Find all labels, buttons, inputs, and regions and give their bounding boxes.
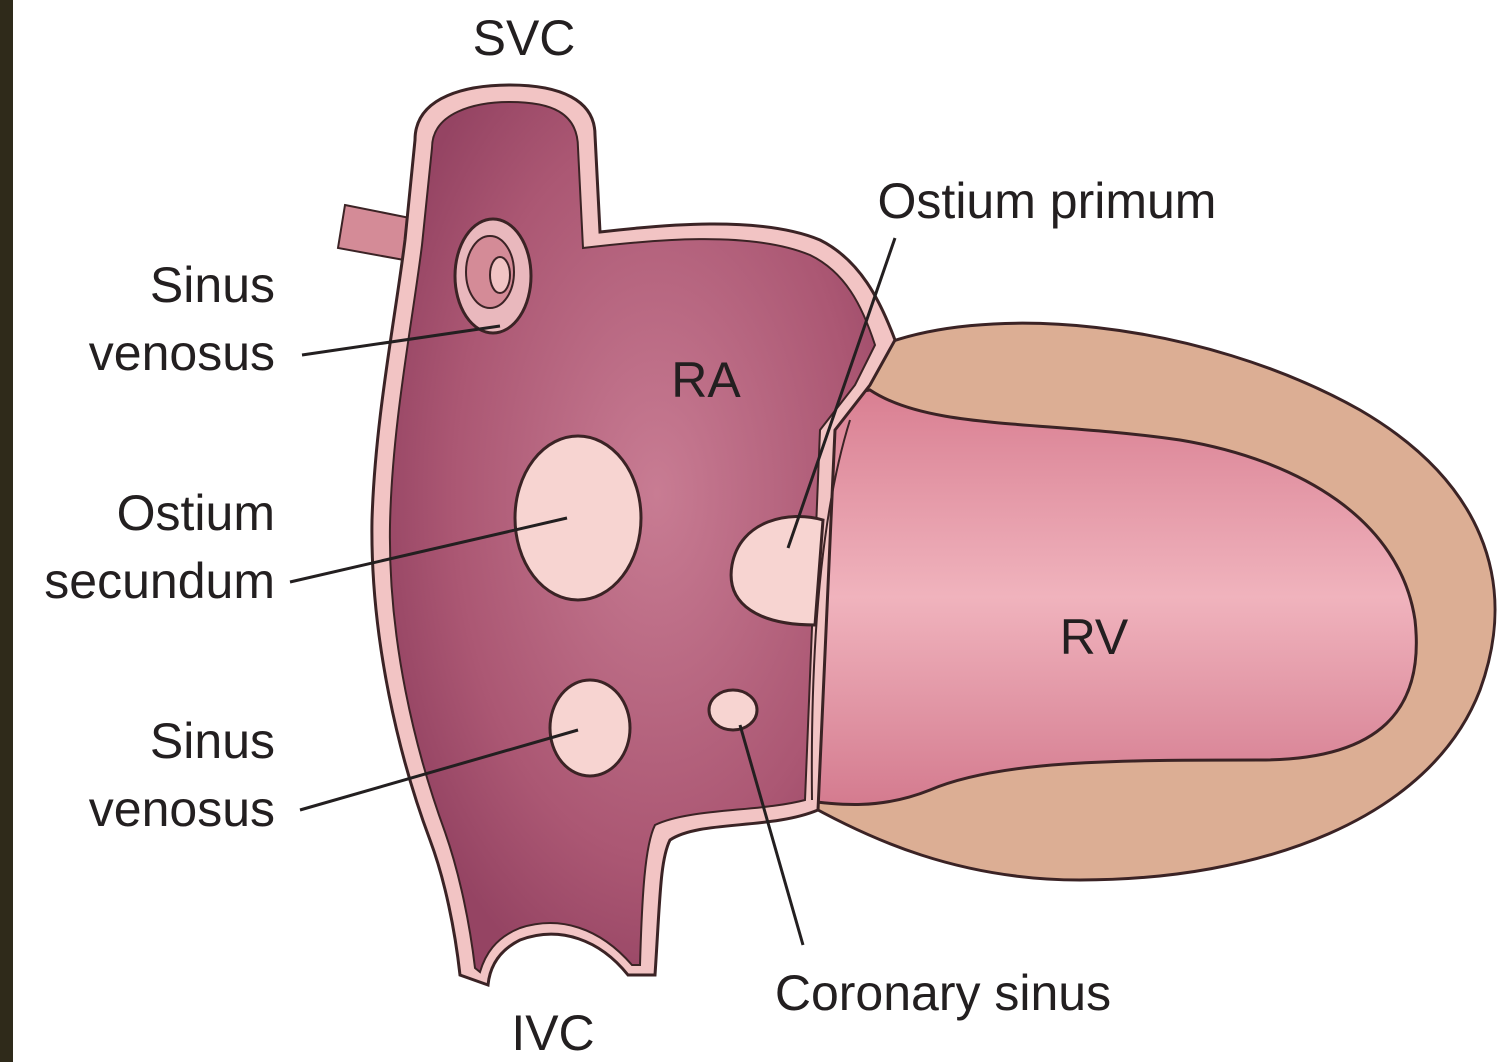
- label-sinus-venosus-lower-line1: Sinus: [150, 713, 275, 769]
- sinus-venosus-upper-lumen: [490, 257, 510, 293]
- label-ostium-primum: Ostium primum: [878, 173, 1217, 229]
- label-ivc: IVC: [511, 1005, 594, 1061]
- label-sinus-venosus-upper-line1: Sinus: [150, 257, 275, 313]
- label-ostium-secundum-line2: secundum: [44, 553, 275, 609]
- ostium-secundum-defect: [515, 436, 641, 600]
- label-sinus-venosus-upper-line2: venosus: [89, 325, 275, 381]
- sinus-venosus-lower-defect: [550, 680, 630, 776]
- label-ostium-secundum-line1: Ostium: [117, 485, 275, 541]
- coronary-sinus-opening: [709, 690, 757, 730]
- label-ra: RA: [671, 352, 741, 408]
- label-rv: RV: [1060, 609, 1129, 665]
- label-coronary-sinus: Coronary sinus: [775, 965, 1111, 1021]
- label-sinus-venosus-lower-line2: venosus: [89, 781, 275, 837]
- label-svc: SVC: [473, 10, 576, 66]
